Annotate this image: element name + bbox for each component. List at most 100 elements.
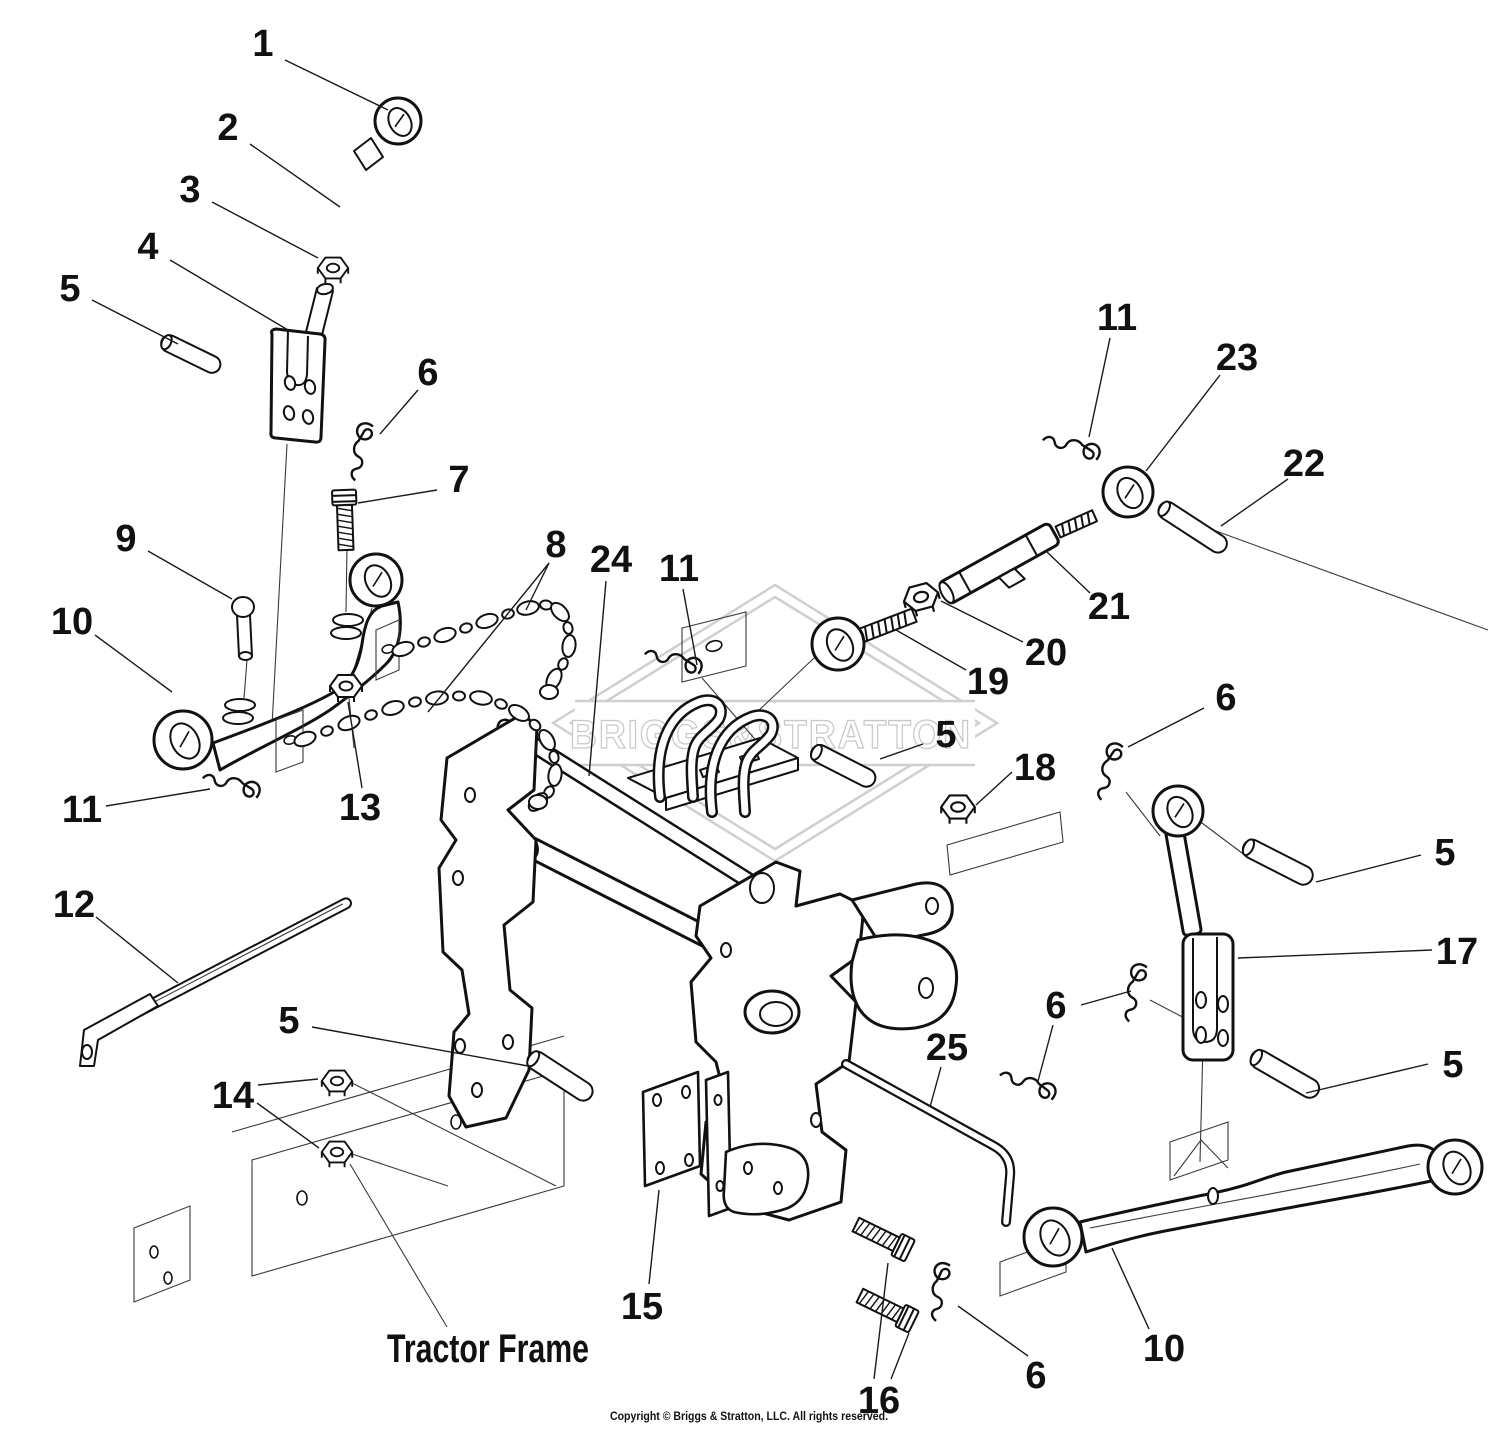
callout-label-5: 5 <box>1442 1044 1463 1086</box>
leader-line <box>1220 478 1289 527</box>
rod-end-1 <box>373 96 423 146</box>
nut-13 <box>329 674 363 702</box>
clevis-pin-5 <box>1157 500 1228 554</box>
hairpin-6 <box>1124 963 1148 1023</box>
bolt-7 <box>331 488 358 552</box>
hairpin-6 <box>350 422 374 482</box>
rockshaft-lever <box>849 881 959 1031</box>
nut-14 <box>320 1140 354 1168</box>
leader-line <box>147 550 233 600</box>
threaded-stud-23 <box>1054 509 1098 539</box>
clevis-pin-5 <box>526 1050 594 1102</box>
leader-line <box>1315 854 1422 883</box>
callout-label-5: 5 <box>59 268 80 310</box>
callout-label-8: 8 <box>545 524 566 566</box>
leader-line <box>1145 374 1221 472</box>
callout-label-11: 11 <box>1097 297 1137 339</box>
turnbuckle-body-21 <box>938 522 1060 605</box>
bolt-16 <box>855 1287 920 1333</box>
rocker-ball-17 <box>1151 784 1205 838</box>
leader-line <box>1127 707 1205 748</box>
callout-label-15: 15 <box>621 1286 663 1328</box>
leader-line <box>284 59 389 111</box>
nut-3 <box>316 256 350 284</box>
leader-line <box>105 788 211 807</box>
callout-label-17: 17 <box>1436 931 1478 973</box>
hairpin-6 <box>999 1071 1057 1101</box>
rod-end-19 <box>810 616 866 672</box>
leader-line <box>1080 990 1132 1006</box>
rocker-link-17 <box>1164 825 1235 1062</box>
adjustable-link-assembly <box>856 509 1098 644</box>
clevis-pin-5 <box>160 334 222 374</box>
leader-line <box>1037 1024 1054 1082</box>
hairpin-6 <box>930 1261 951 1322</box>
leader-line <box>91 299 179 345</box>
tractor-frame-label: Tractor Frame <box>387 1327 589 1371</box>
clevis-pin-5 <box>810 743 877 788</box>
callout-label-20: 20 <box>1025 632 1067 674</box>
stabilizer-rod-25 <box>841 1059 1016 1227</box>
leader-line <box>525 562 550 611</box>
leader-line <box>682 588 698 666</box>
arm-hub <box>152 709 214 771</box>
phantom-reference-lines <box>133 443 1489 1328</box>
callout-label-1: 1 <box>252 23 273 65</box>
callout-label-21: 21 <box>1088 586 1130 628</box>
callout-label-6: 6 <box>1045 985 1066 1027</box>
nut-14 <box>320 1069 354 1097</box>
callout-label-19: 19 <box>967 661 1009 703</box>
callout-label-24: 24 <box>590 539 632 581</box>
arm-hub <box>1022 1206 1084 1268</box>
callout-label-6: 6 <box>1025 1355 1046 1397</box>
frame-assembly-24 <box>437 694 959 1222</box>
callout-label-11: 11 <box>659 548 699 590</box>
clevis-pin-5 <box>1249 1048 1321 1099</box>
leader-line <box>1305 1063 1429 1094</box>
hairpin-6 <box>1097 742 1124 801</box>
leader-line <box>588 580 607 777</box>
leader-line <box>890 1332 910 1380</box>
leader-line <box>95 916 179 984</box>
center-hitch-bracket <box>627 694 799 818</box>
callout-label-3: 3 <box>179 169 200 211</box>
leader-line <box>957 1305 1029 1357</box>
clevis-pin-5 <box>1241 838 1314 886</box>
leader-line <box>1111 1247 1150 1330</box>
arm-ball-socket <box>1426 1138 1484 1196</box>
frame-left-plate <box>437 712 539 1129</box>
leader-line <box>257 1078 319 1086</box>
callout-label-10: 10 <box>1143 1328 1185 1370</box>
leader-line <box>929 1066 942 1108</box>
callout-label-5: 5 <box>1434 832 1455 874</box>
lift-rod-12 <box>79 897 352 1067</box>
leader-line <box>249 143 341 208</box>
callout-label-16: 16 <box>858 1380 900 1422</box>
leader-line <box>975 771 1013 806</box>
bracket-plates-15 <box>641 1070 810 1218</box>
leader-line <box>347 701 363 789</box>
frame-right-plate <box>689 860 866 1222</box>
leader-line <box>256 1102 320 1149</box>
leader-line <box>1237 949 1433 959</box>
callout-label-6: 6 <box>417 352 438 394</box>
callout-label-5: 5 <box>935 714 956 756</box>
lift-arm-left-10 <box>211 600 402 772</box>
callout-label-12: 12 <box>53 884 95 926</box>
nut-18 <box>940 794 976 824</box>
leader-line <box>940 600 1024 643</box>
leader-line <box>879 743 924 760</box>
hairpin-11 <box>643 649 703 675</box>
leader-line <box>648 1189 660 1285</box>
leader-line <box>357 489 438 504</box>
leader-line <box>311 1026 529 1067</box>
copyright-text: Copyright © Briggs & Stratton, LLC. All … <box>610 1409 888 1423</box>
callout-label-6: 6 <box>1215 677 1236 719</box>
callout-label-14: 14 <box>212 1075 254 1117</box>
callout-label-4: 4 <box>137 226 158 268</box>
hairpin-11 <box>201 773 261 799</box>
callout-label-25: 25 <box>926 1027 968 1069</box>
callout-label-5: 5 <box>278 1000 299 1042</box>
nut-20 <box>902 581 941 617</box>
